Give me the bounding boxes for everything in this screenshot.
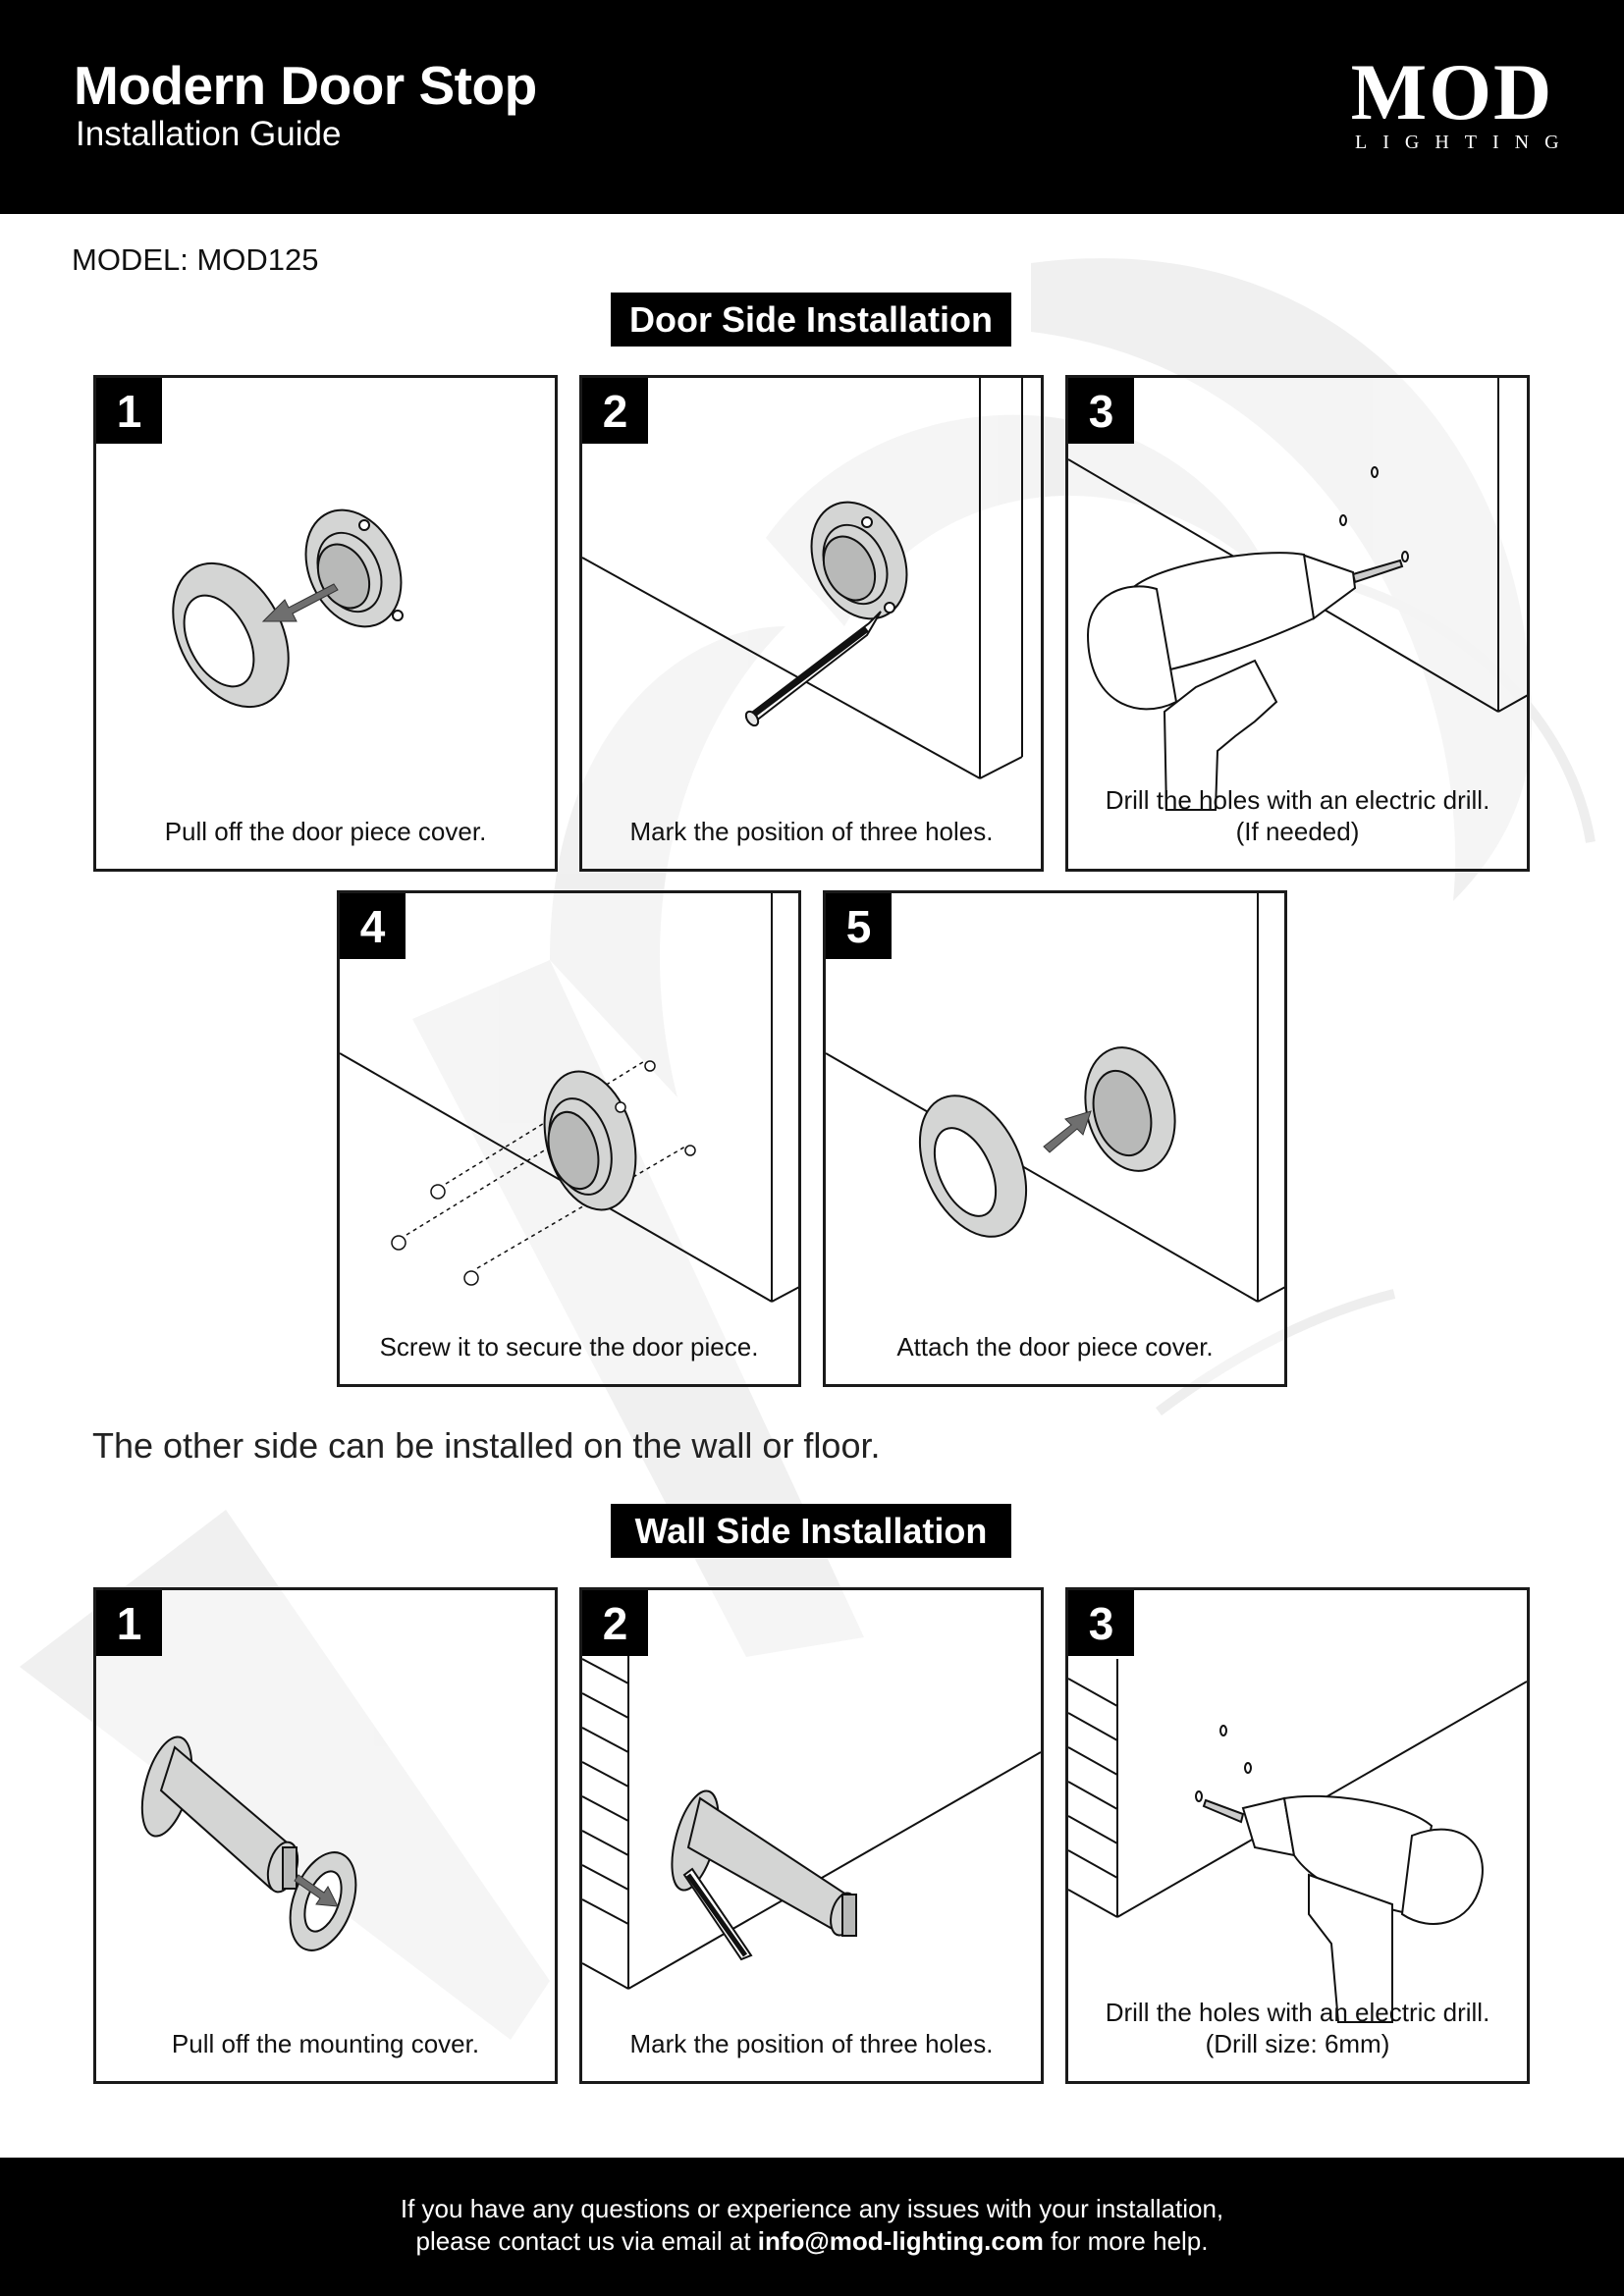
- footer-band: If you have any questions or experience …: [0, 2158, 1624, 2296]
- footer-line-1: If you have any questions or experience …: [400, 2194, 1224, 2223]
- step-number-badge: 2: [582, 1590, 648, 1656]
- step-caption-line1: Drill the holes with an electric drill.: [1105, 1998, 1490, 2027]
- step-caption: Pull off the mounting cover.: [171, 2029, 480, 2058]
- page-subtitle: Installation Guide: [76, 115, 342, 153]
- door-step-2-panel: 2 Mark the position of three holes.: [579, 375, 1044, 872]
- wall-section-title: Wall Side Installation: [611, 1504, 1011, 1558]
- wall-step-3-panel: 3 Drill the holes with an electric drill…: [1065, 1587, 1530, 2084]
- step-caption: Drill the holes with an electric drill. …: [1068, 784, 1527, 847]
- door-step-3-panel: 3 Drill the holes with an electric drill…: [1065, 375, 1530, 872]
- mounting-cover-removal-icon: [140, 1735, 357, 1951]
- support-email-link[interactable]: info@mod-lighting.com: [757, 2226, 1044, 2256]
- wall-step-2-panel: 2 Mark the position of three holes.: [579, 1587, 1044, 2084]
- logo-wordmark: MOD: [1350, 47, 1554, 136]
- step-number-badge: 3: [1068, 1590, 1134, 1656]
- step-caption: Drill the holes with an electric drill. …: [1068, 1997, 1527, 2059]
- door-step-4-panel: 4 Screw it to secure the door piece.: [337, 890, 801, 1387]
- step-number-badge: 3: [1068, 378, 1134, 444]
- electric-drill-icon: [1068, 378, 1527, 811]
- door-section-title: Door Side Installation: [611, 293, 1011, 347]
- model-number: MODEL: MOD125: [72, 242, 319, 277]
- step-caption-line2: (If needed): [1235, 817, 1360, 846]
- footer-line-2-prefix: please contact us via email at: [415, 2226, 758, 2256]
- electric-drill-icon: [1068, 1659, 1527, 2023]
- footer-line-2: please contact us via email at info@mod-…: [0, 2225, 1624, 2258]
- step-caption: Screw it to secure the door piece.: [379, 1332, 759, 1362]
- step-number-badge: 1: [96, 378, 162, 444]
- header-band: Modern Door Stop Installation Guide MOD …: [0, 0, 1624, 214]
- step-caption: Attach the door piece cover.: [896, 1332, 1214, 1362]
- step-number-badge: 1: [96, 1590, 162, 1656]
- door-step-1-panel: 1 Pull off the door piece cover.: [93, 375, 558, 872]
- step-caption: Mark the position of three holes.: [629, 2029, 994, 2058]
- screws-icon: [340, 893, 798, 1303]
- page-title: Modern Door Stop: [74, 55, 537, 116]
- cover-attach-icon: [826, 893, 1284, 1303]
- step-number-badge: 2: [582, 378, 648, 444]
- step-number-badge: 4: [340, 893, 406, 959]
- step-number-badge: 5: [826, 893, 892, 959]
- step-caption: Mark the position of three holes.: [629, 817, 994, 846]
- pencil-marking-icon: [582, 1656, 1041, 1990]
- logo-tagline: LIGHTING: [1355, 132, 1575, 153]
- footer-line-2-suffix: for more help.: [1043, 2226, 1209, 2256]
- wall-step-1-panel: 1 Pull off the mounting cover.: [93, 1587, 558, 2084]
- step-caption-line1: Drill the holes with an electric drill.: [1105, 785, 1490, 815]
- door-step-5-panel: 5 Attach the door piece cover.: [823, 890, 1287, 1387]
- install-note: The other side can be installed on the w…: [92, 1425, 881, 1466]
- cover-removal-icon: [172, 508, 404, 709]
- step-caption: Pull off the door piece cover.: [164, 817, 487, 846]
- step-caption-line2: (Drill size: 6mm): [1205, 2029, 1390, 2058]
- brand-logo: MOD LIGHTING: [1341, 47, 1575, 154]
- pencil-marking-icon: [582, 378, 1023, 779]
